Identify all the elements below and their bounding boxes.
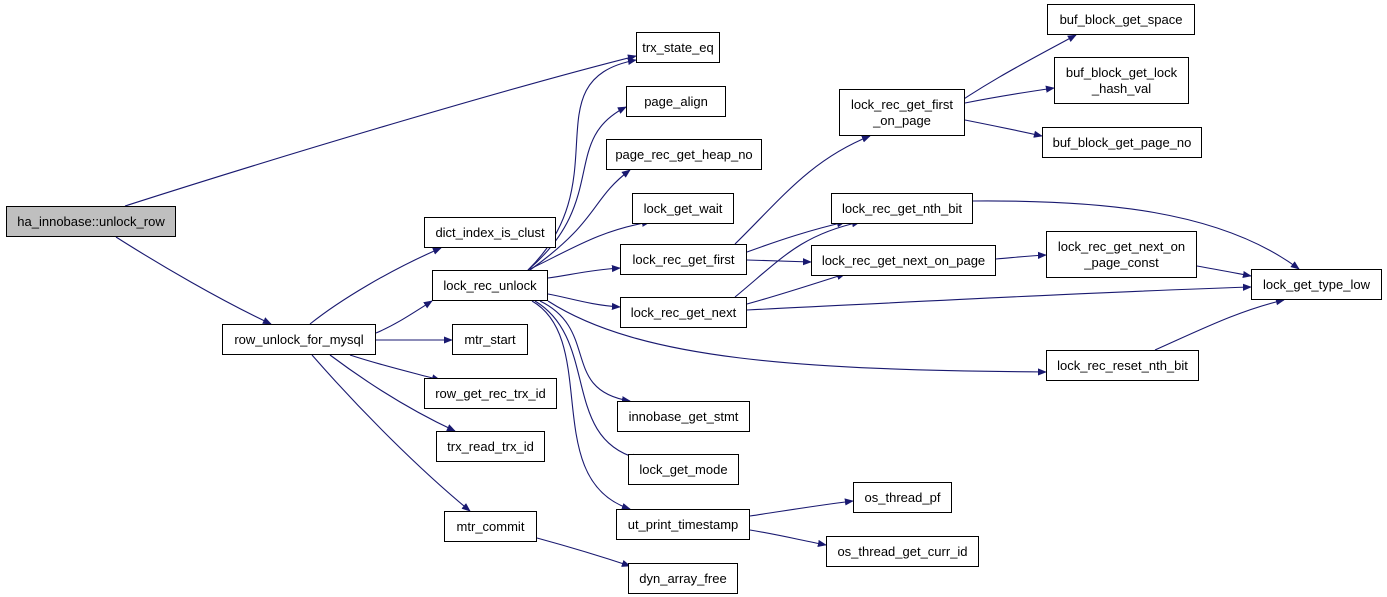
node-label: lock_get_wait (643, 200, 723, 216)
edge-lock-rec-unlock-to-lock-rec-reset-nth-bit (547, 300, 1047, 376)
node-label: lock_rec_unlock (443, 277, 537, 293)
edge-nth-bit-to-get-type-low (972, 200, 1300, 270)
node-label: ha_innobase::unlock_row (17, 213, 165, 229)
edge-next-on-page-to-next-on-page-const (995, 251, 1047, 260)
node-lock-rec-reset-nth-bit[interactable]: lock_rec_reset_nth_bit (1046, 350, 1199, 381)
node-label: lock_rec_get_next_on_page (821, 252, 986, 268)
edge-first-on-page-to-buf-block-get-page-no (964, 119, 1043, 138)
node-trx-read-trx-id[interactable]: trx_read_trx_id (436, 431, 545, 462)
edge-next-on-page-const-to-get-type-low (1196, 265, 1252, 279)
edge-lock-rec-unlock-to-page-rec-get-heap-no (529, 169, 631, 271)
node-label: ut_print_timestamp (627, 516, 739, 532)
node-label: lock_rec_reset_nth_bit (1057, 357, 1188, 373)
node-row-get-rec-trx-id[interactable]: row_get_rec_trx_id (424, 378, 557, 409)
edge-lock-rec-unlock-to-lock-get-mode (534, 300, 641, 461)
node-buf-block-get-space[interactable]: buf_block_get_space (1047, 4, 1195, 35)
node-label: page_align (644, 93, 708, 109)
node-dict-index-is-clust[interactable]: dict_index_is_clust (424, 217, 556, 248)
node-label: row_unlock_for_mysql (234, 331, 364, 347)
node-row-unlock-for-mysql[interactable]: row_unlock_for_mysql (222, 324, 376, 355)
node-label: lock_get_type_low (1263, 276, 1370, 292)
node-label: lock_get_mode (639, 461, 728, 477)
edge-lock-rec-get-first-to-next-on-page (746, 258, 812, 266)
node-os-thread-pf[interactable]: os_thread_pf (853, 482, 952, 513)
node-page-align[interactable]: page_align (626, 86, 726, 117)
edge-lock-rec-get-next-to-next-on-page (746, 272, 846, 305)
node-label: row_get_rec_trx_id (435, 385, 546, 401)
edge-mtr-commit-to-dyn-array-free (536, 537, 631, 567)
edge-reset-nth-bit-to-get-type-low (1154, 298, 1285, 351)
edge-row-unlock-to-trx-read-trx-id (329, 354, 456, 432)
node-lock-rec-get-first-on-page[interactable]: lock_rec_get_first _on_page (839, 89, 965, 136)
edge-lock-rec-unlock-to-lock-get-wait (527, 219, 651, 271)
node-label: os_thread_get_curr_id (837, 543, 968, 559)
edge-root-to-row-unlock (115, 236, 272, 325)
node-label: buf_block_get_space (1059, 11, 1183, 27)
node-label: lock_rec_get_next (630, 304, 737, 320)
node-label: lock_rec_get_first (632, 251, 735, 267)
node-page-rec-get-heap-no[interactable]: page_rec_get_heap_no (606, 139, 762, 170)
edge-lock-rec-get-next-to-get-type-low (746, 283, 1252, 311)
node-lock-rec-get-next[interactable]: lock_rec_get_next (620, 297, 747, 328)
edge-lock-rec-get-next-to-nth-bit (734, 220, 861, 298)
node-label: mtr_commit (456, 518, 525, 534)
node-lock-get-wait[interactable]: lock_get_wait (632, 193, 734, 224)
edge-row-unlock-to-mtr-commit (311, 354, 471, 512)
node-lock-rec-get-nth-bit[interactable]: lock_rec_get_nth_bit (831, 193, 973, 224)
node-label: page_rec_get_heap_no (615, 146, 753, 162)
node-label: buf_block_get_lock _hash_val (1065, 64, 1178, 96)
node-label: lock_rec_get_first _on_page (851, 96, 953, 128)
node-label: lock_rec_get_nth_bit (842, 200, 962, 216)
edge-ut-print-timestamp-to-os-thread-pf (749, 498, 854, 517)
edge-root-to-trx-state-eq (124, 54, 637, 207)
edge-row-unlock-to-row-get-rec-trx-id (349, 354, 441, 382)
node-label: trx_state_eq (642, 39, 714, 55)
edge-ut-print-timestamp-to-os-thread-get-curr-id (749, 529, 827, 548)
edge-lock-rec-get-first-to-nth-bit (746, 220, 846, 253)
node-label: dyn_array_free (639, 570, 727, 586)
node-lock-get-type-low[interactable]: lock_get_type_low (1251, 269, 1382, 300)
node-lock-rec-unlock[interactable]: lock_rec_unlock (432, 270, 548, 301)
edge-lock-rec-unlock-to-innobase-get-stmt (539, 300, 631, 404)
node-label: mtr_start (464, 331, 516, 347)
node-label: trx_read_trx_id (447, 438, 534, 454)
node-innobase-get-stmt[interactable]: innobase_get_stmt (617, 401, 750, 432)
node-lock-rec-get-next-on-page[interactable]: lock_rec_get_next_on_page (811, 245, 996, 276)
node-label: dict_index_is_clust (435, 224, 545, 240)
node-dyn-array-free[interactable]: dyn_array_free (628, 563, 738, 594)
edge-lock-rec-unlock-to-lock-rec-get-next (547, 293, 621, 311)
node-lock-get-mode[interactable]: lock_get_mode (628, 454, 739, 485)
node-lock-rec-get-first[interactable]: lock_rec_get_first (620, 244, 747, 275)
edge-lock-rec-unlock-to-ut-print-timestamp (531, 300, 631, 510)
node-label: os_thread_pf (864, 489, 941, 505)
node-label: innobase_get_stmt (628, 408, 739, 424)
node-ut-print-timestamp[interactable]: ut_print_timestamp (616, 509, 750, 540)
node-ha-innobase-unlock-row: ha_innobase::unlock_row (6, 206, 176, 237)
edge-first-on-page-to-buf-block-get-lock-hash (964, 85, 1055, 104)
node-trx-state-eq[interactable]: trx_state_eq (636, 32, 720, 63)
node-buf-block-get-lock-hash-val[interactable]: buf_block_get_lock _hash_val (1054, 57, 1189, 104)
edge-row-unlock-to-dict-index (309, 247, 442, 325)
node-label: lock_rec_get_next_on _page_const (1057, 238, 1186, 270)
node-mtr-start[interactable]: mtr_start (452, 324, 528, 355)
edge-lock-rec-get-first-to-first-on-page (734, 135, 871, 245)
node-buf-block-get-page-no[interactable]: buf_block_get_page_no (1042, 127, 1202, 158)
node-mtr-commit[interactable]: mtr_commit (444, 511, 537, 542)
node-lock-rec-get-next-on-page-const[interactable]: lock_rec_get_next_on _page_const (1046, 231, 1197, 278)
node-os-thread-get-curr-id[interactable]: os_thread_get_curr_id (826, 536, 979, 567)
edge-row-unlock-to-lock-rec-unlock (375, 300, 433, 334)
edge-lock-rec-unlock-to-lock-rec-get-first (547, 264, 621, 279)
node-label: buf_block_get_page_no (1052, 134, 1192, 150)
